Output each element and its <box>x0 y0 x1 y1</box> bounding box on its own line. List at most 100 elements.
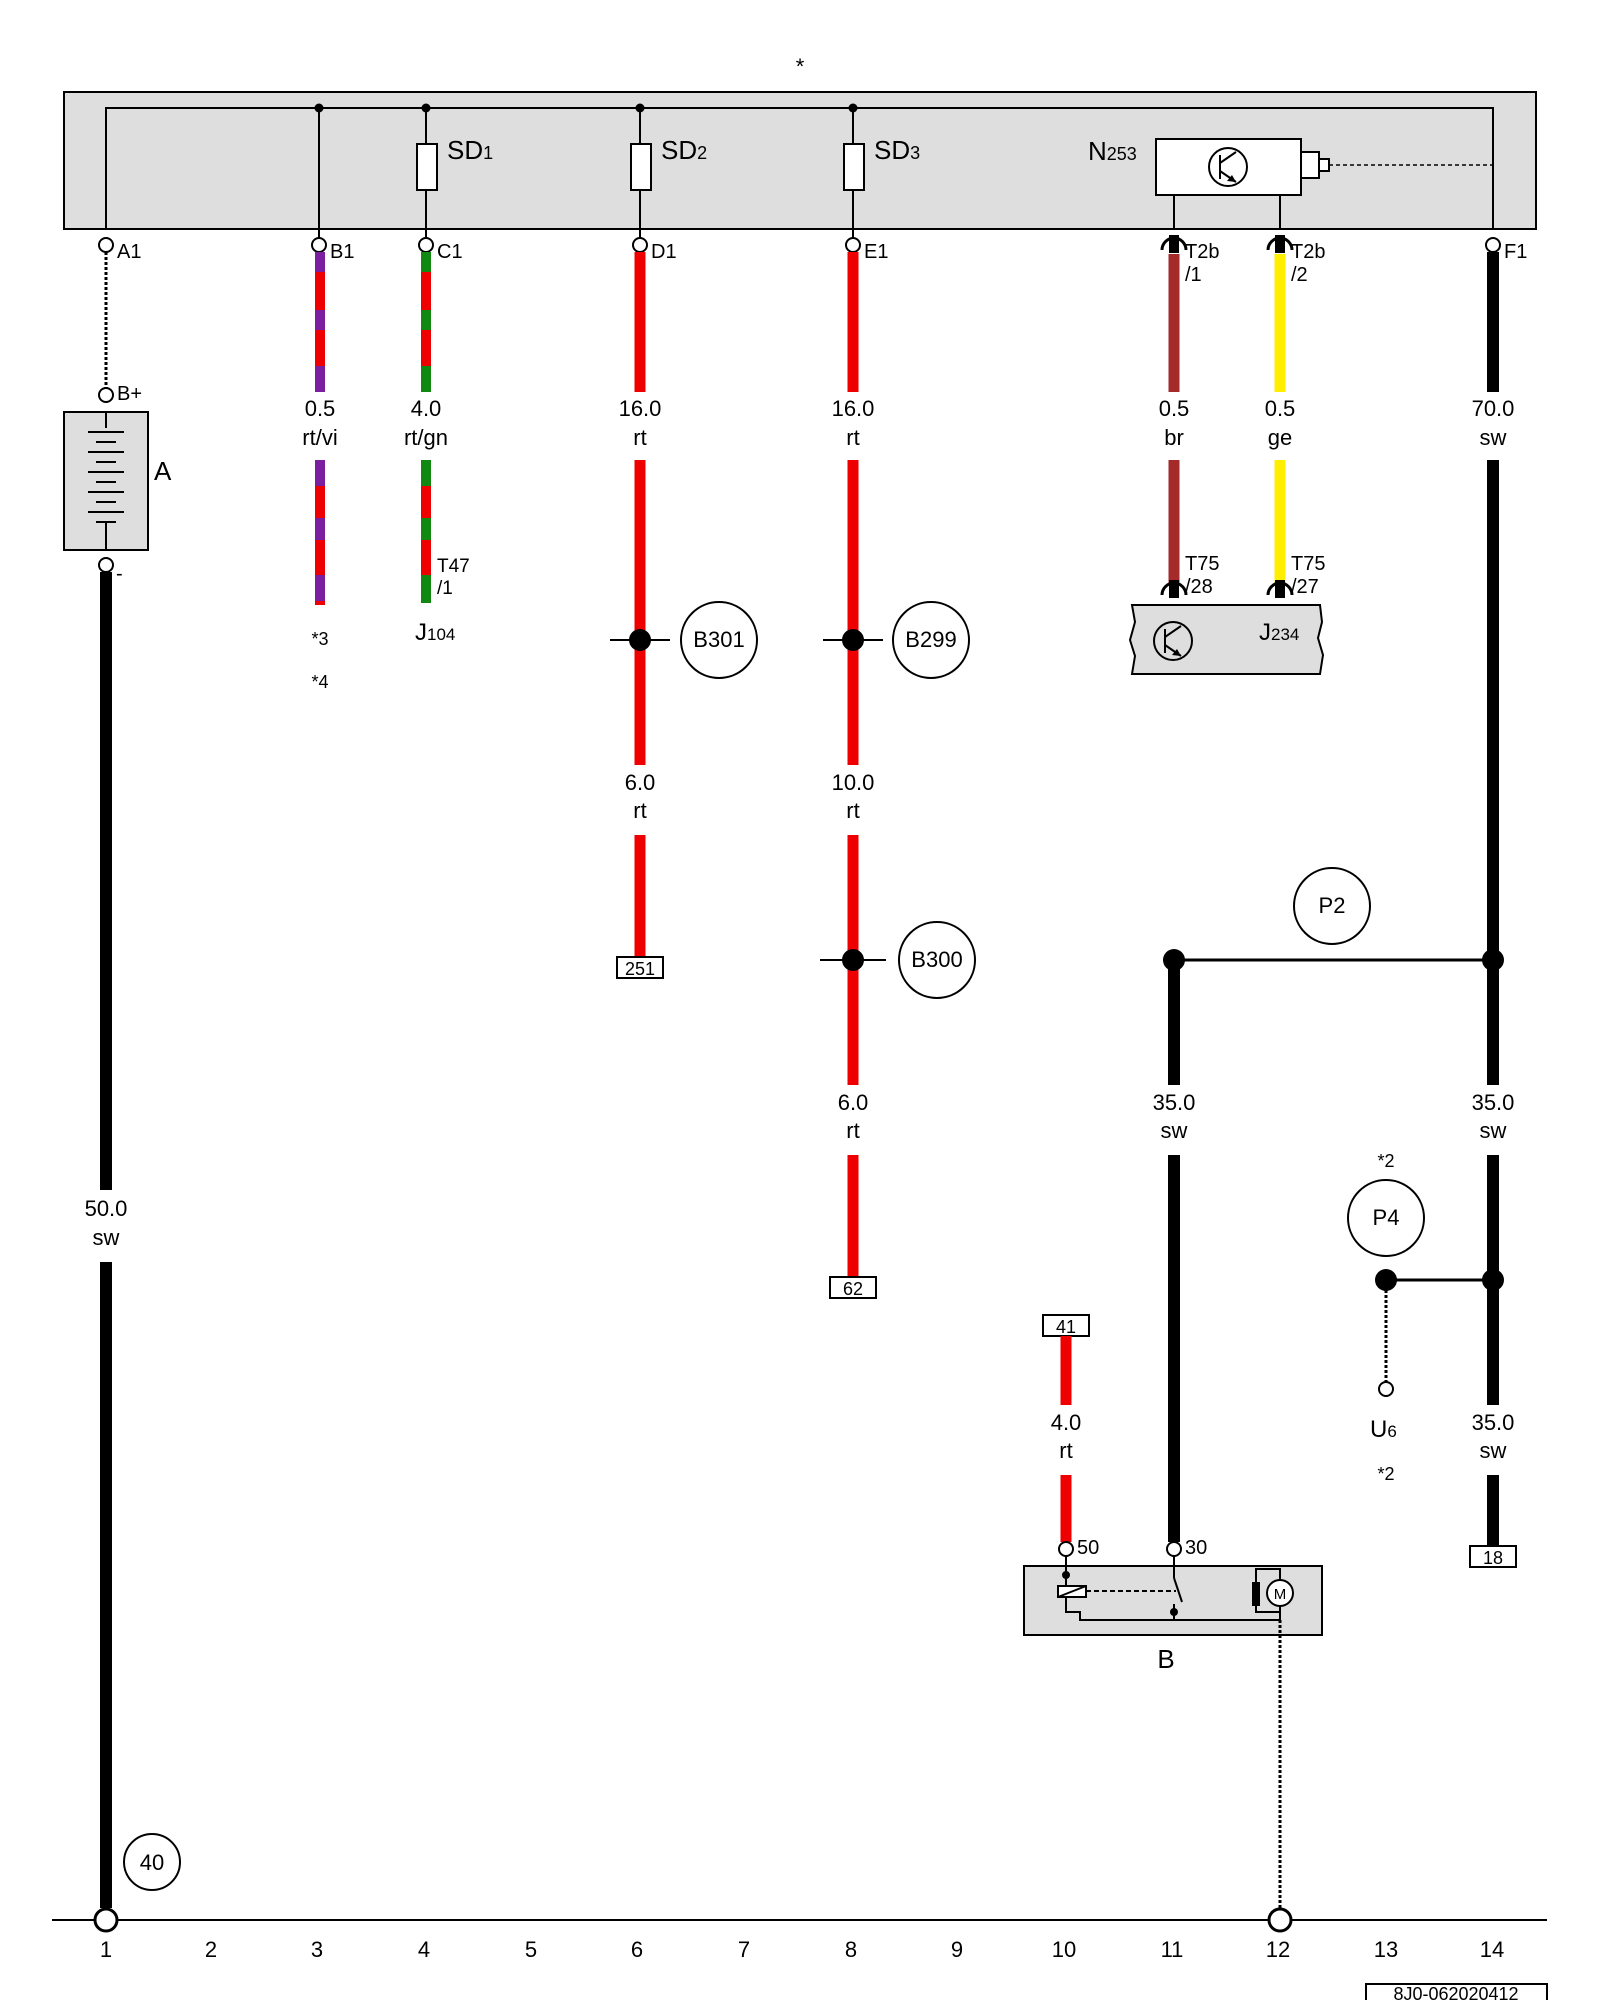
svg-text:A1: A1 <box>117 241 141 263</box>
svg-text:E1: E1 <box>864 241 888 263</box>
wire-size-d1-lower: 6.0 <box>625 770 656 795</box>
svg-text:/1: /1 <box>1185 264 1202 286</box>
wire-size-f1-upper: 70.0 <box>1472 396 1515 421</box>
note-2-bottom: *2 <box>1377 1464 1394 1484</box>
svg-text:M: M <box>1274 1586 1287 1603</box>
svg-text:T2b: T2b <box>1185 241 1219 263</box>
wire-color-f1-upper: sw <box>1480 425 1507 450</box>
svg-text:B299: B299 <box>905 627 956 652</box>
wire-color-e1-upper: rt <box>846 425 859 450</box>
node-p4[interactable] <box>1347 1179 1425 1257</box>
svg-text:F1: F1 <box>1504 241 1527 263</box>
wire-size-d1-upper: 16.0 <box>619 396 662 421</box>
svg-text:30: 30 <box>1185 1537 1207 1559</box>
wire-color-ground: sw <box>93 1225 120 1250</box>
note-3: *3 <box>311 629 328 649</box>
svg-text:1: 1 <box>100 1937 112 1962</box>
connector-t2b-2[interactable]: T2b /2 <box>1266 235 1325 286</box>
doc-number-box <box>1365 1983 1548 2000</box>
svg-text:T2b: T2b <box>1291 241 1325 263</box>
svg-text:40: 40 <box>140 1850 164 1875</box>
component-j104[interactable]: J104 <box>415 619 455 646</box>
svg-text:18: 18 <box>1483 1548 1503 1568</box>
note-4: *4 <box>311 672 328 692</box>
connector-t47-pin: /1 <box>437 578 453 599</box>
wire-color-t2b2: ge <box>1268 425 1292 450</box>
wire-color-e1-mid: rt <box>846 798 859 823</box>
pin-a1[interactable]: A1 <box>98 237 141 263</box>
wire-b1-lower[interactable] <box>315 460 325 605</box>
wire-color-t2b1: br <box>1164 425 1184 450</box>
wire-color-e1-lower: rt <box>846 1118 859 1143</box>
ref-251[interactable] <box>616 956 664 979</box>
svg-text:C1: C1 <box>437 241 463 263</box>
wire-size-f1-lower: 35.0 <box>1472 1410 1515 1435</box>
wire-color-d1-upper: rt <box>633 425 646 450</box>
starter-solenoid-icon <box>1057 1556 1281 1621</box>
connector-t75-28[interactable]: T75 /28 <box>1160 553 1219 598</box>
svg-text:/27: /27 <box>1291 576 1319 598</box>
wire-c1-upper[interactable] <box>421 252 431 392</box>
svg-text:T75: T75 <box>1185 553 1219 575</box>
svg-text:13: 13 <box>1374 1937 1398 1962</box>
ref-62[interactable] <box>829 1276 877 1299</box>
node-p2[interactable] <box>1293 867 1371 945</box>
wire-size-c1: 4.0 <box>411 396 442 421</box>
svg-text:/2: /2 <box>1291 264 1308 286</box>
svg-text:9: 9 <box>951 1937 963 1962</box>
transistor-icon <box>1208 147 1248 187</box>
fuse-sd3[interactable] <box>843 143 865 191</box>
splice-b299[interactable] <box>892 601 970 679</box>
svg-text:P2: P2 <box>1319 893 1346 918</box>
note-2-top: *2 <box>1377 1151 1394 1171</box>
wire-size-e1-upper: 16.0 <box>832 396 875 421</box>
battery-icon <box>88 412 124 550</box>
wire-color-f1-lower: sw <box>1480 1438 1507 1463</box>
component-u6[interactable]: U6 <box>1370 1416 1397 1443</box>
wire-c1-lower[interactable] <box>421 460 431 603</box>
fuse-label-sd1: SD1 <box>447 135 493 165</box>
column-ruler: 1 2 3 4 5 6 7 8 9 10 11 12 13 14 <box>100 1937 1504 1962</box>
ref-18[interactable] <box>1469 1545 1517 1568</box>
battery-plus-label: B+ <box>117 383 142 405</box>
svg-text:14: 14 <box>1480 1937 1504 1962</box>
svg-text:7: 7 <box>738 1937 750 1962</box>
wire-size-t2b1: 0.5 <box>1159 396 1190 421</box>
wire-size-f1-mid: 35.0 <box>1472 1090 1515 1115</box>
pin-c1[interactable]: C1 <box>418 237 463 263</box>
svg-text:D1: D1 <box>651 241 677 263</box>
svg-text:2: 2 <box>205 1937 217 1962</box>
wire-size-b1: 0.5 <box>305 396 336 421</box>
splice-b301-dot <box>629 629 651 651</box>
ground-point-1[interactable] <box>93 1907 119 1933</box>
header-mark: * <box>796 54 805 79</box>
ground-point-12[interactable] <box>1267 1907 1293 1933</box>
splice-b301[interactable] <box>680 601 758 679</box>
wire-color-b1: rt/vi <box>302 425 337 450</box>
svg-text:3: 3 <box>311 1937 323 1962</box>
svg-text:50: 50 <box>1077 1537 1099 1559</box>
svg-text:10: 10 <box>1052 1937 1076 1962</box>
splice-b299-dot <box>842 629 864 651</box>
fuse-label-sd3: SD3 <box>874 135 920 165</box>
svg-text:P4: P4 <box>1373 1205 1400 1230</box>
wire-b1-upper[interactable] <box>315 252 325 392</box>
svg-text:T75: T75 <box>1291 553 1325 575</box>
wire-size-t2b2: 0.5 <box>1265 396 1296 421</box>
svg-text:5: 5 <box>525 1937 537 1962</box>
doc-number: 8J0-062020412 <box>1393 1984 1518 2000</box>
fuse-label-sd2: SD2 <box>661 135 707 165</box>
ground-node-40[interactable] <box>123 1833 181 1891</box>
pin-d1[interactable]: D1 <box>632 237 677 263</box>
svg-text:6: 6 <box>631 1937 643 1962</box>
wire-color-d1-lower: rt <box>633 798 646 823</box>
splice-b300[interactable] <box>898 921 976 999</box>
fuse-sd2[interactable] <box>630 143 652 191</box>
svg-text:/28: /28 <box>1185 576 1213 598</box>
connector-t75-27[interactable]: T75 /27 <box>1266 553 1325 598</box>
connector-t2b-1[interactable]: T2b /1 <box>1160 235 1219 286</box>
svg-text:11: 11 <box>1161 1937 1184 1962</box>
pin-e1[interactable]: E1 <box>845 237 888 263</box>
fuse-sd1[interactable] <box>416 143 438 191</box>
